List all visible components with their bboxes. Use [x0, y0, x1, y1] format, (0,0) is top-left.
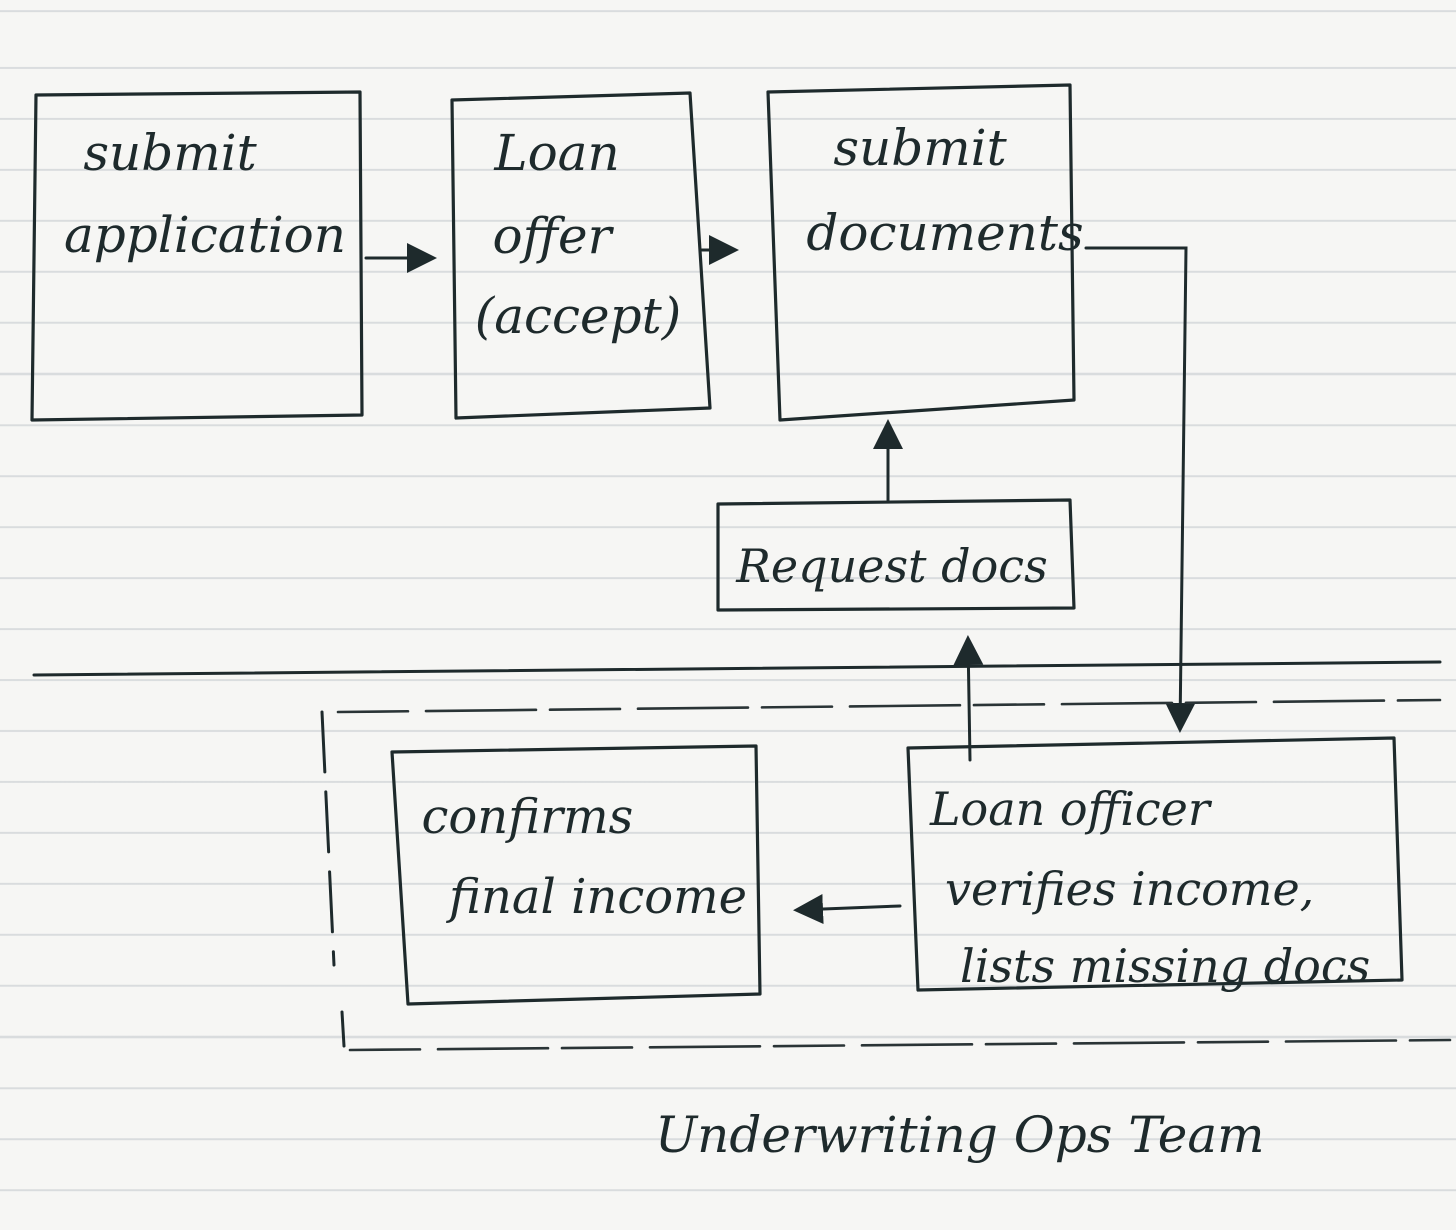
box-text-line: final income	[446, 869, 747, 925]
box-text-line: Loan	[493, 124, 619, 182]
svg-text:submit documents: submit documents	[806, 119, 1083, 262]
team-boundary	[320, 698, 1452, 1052]
svg-text:submit application: submit application	[64, 124, 346, 264]
box-loan-offer: Loan offer (accept)	[450, 91, 712, 420]
box-loan-officer: Loan officer verifies income, lists miss…	[906, 736, 1404, 993]
box-text-line: application	[64, 206, 346, 264]
box-confirms-income: confirms final income	[390, 744, 762, 1006]
svg-text:Loan offer (accept: Loan offer (accept)	[475, 124, 682, 345]
box-text-line: documents	[806, 204, 1083, 262]
box-text-line: submit	[833, 119, 1007, 177]
box-submit-application: submit application	[30, 90, 364, 422]
box-text-line: Loan officer	[929, 782, 1213, 836]
box-text-line: confirms	[421, 789, 633, 845]
box-text-line: lists missing docs	[960, 939, 1370, 993]
team-label: Underwriting Ops Team	[655, 1106, 1265, 1164]
box-submit-documents: submit documents	[766, 83, 1084, 422]
swimlane-divider	[32, 660, 1442, 677]
box-text-line: submit	[83, 124, 257, 182]
box-text-line: (accept)	[475, 287, 682, 345]
box-text-line: offer	[493, 207, 615, 265]
box-text-line: verifies income,	[945, 862, 1314, 916]
box-request-docs: Request docs	[716, 498, 1076, 612]
arrow-officer-to-confirms	[793, 894, 902, 925]
arrow-documents-to-loan-officer	[1084, 246, 1196, 733]
box-text-line: Request docs	[735, 539, 1047, 593]
svg-text:Loan officer verifies in: Loan officer verifies income, lists miss…	[929, 782, 1370, 993]
arrow-officer-to-request	[953, 635, 984, 762]
svg-text:confirms final income: confirms final income	[421, 789, 747, 925]
svg-text:Request docs: Request docs	[735, 539, 1047, 593]
